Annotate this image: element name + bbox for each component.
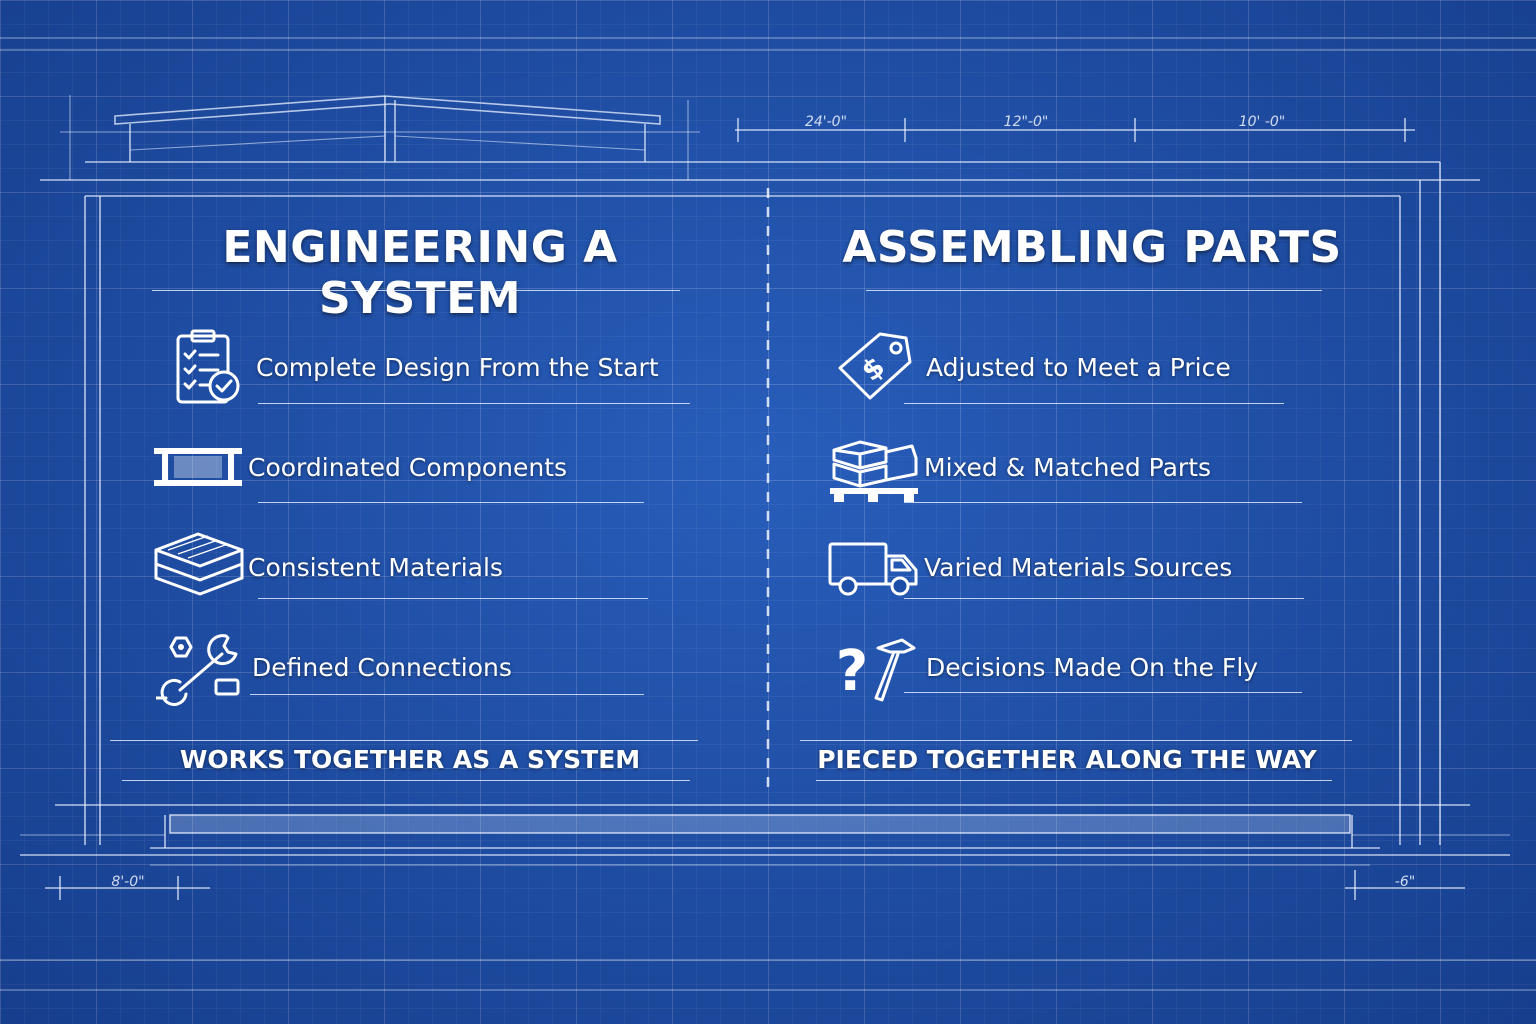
left-item-2: Coordinated Components [152,428,567,506]
left-item-4-label: Defined Connections [252,652,512,682]
right-item-4: ? Decisions Made On the Fly [830,628,1258,706]
left-item-3-rule [258,598,648,599]
right-footer-rule-bottom [816,780,1332,781]
price-tag-icon: $ [830,328,924,406]
clipboard-checklist-icon [160,328,254,406]
right-item-3-label: Varied Materials Sources [924,552,1233,582]
left-item-1-label: Complete Design From the Start [256,352,659,382]
stacked-panels-icon [152,528,246,606]
left-item-3: Consistent Materials [152,528,503,606]
left-item-1-rule [258,403,690,404]
left-title-rule [152,290,680,291]
left-footer-rule-top [110,740,698,741]
right-item-4-label: Decisions Made On the Fly [926,652,1259,682]
left-item-1: Complete Design From the Start [160,328,659,406]
dimension-label-2: 12"-0" [1004,114,1049,130]
beam-frame-icon [152,428,246,506]
left-item-3-label: Consistent Materials [248,552,503,582]
left-item-2-label: Coordinated Components [248,452,568,482]
right-item-3-rule [904,598,1304,599]
top-dimension-line [735,118,1415,142]
bottom-dimensions [45,870,1465,900]
dimension-label-1: 24'-0" [805,114,847,130]
right-panel-title: ASSEMBLING PARTS [842,222,1342,273]
left-panel-footer: WORKS TOGETHER AS A SYSTEM [179,745,641,774]
dimension-label-bottom-left: 8'-0" [111,874,144,890]
left-item-4: Defined Connections [156,628,512,706]
wrench-bolt-icon [156,628,250,706]
question-hammer-icon: ? [830,628,924,706]
right-item-1-rule [904,403,1284,404]
foundation-strip [20,814,1510,866]
right-item-2-rule [904,502,1302,503]
dimension-label-3: 10' -0" [1239,114,1286,130]
right-item-4-rule [904,692,1302,693]
right-item-2: Mixed & Matched Parts [828,428,1211,506]
building-frame [40,161,1480,845]
left-footer-rule-bottom [122,780,690,781]
left-item-4-rule [250,694,644,695]
right-title-rule [866,290,1322,291]
roof-truss-drawing [60,95,700,180]
delivery-truck-icon [828,528,922,606]
right-footer-rule-top [800,740,1352,741]
left-panel-title: ENGINEERING A SYSTEM [222,222,618,324]
right-panel-footer: PIECED TOGETHER ALONG THE WAY [817,745,1317,774]
svg-text:?: ? [836,639,868,704]
right-item-1: $ Adjusted to Meet a Price [830,328,1231,406]
right-item-2-label: Mixed & Matched Parts [924,452,1212,482]
pallet-boxes-icon [828,428,922,506]
right-item-3: Varied Materials Sources [828,528,1232,606]
dimension-label-bottom-right: -6" [1395,874,1415,890]
left-item-2-rule [258,502,644,503]
right-item-1-label: Adjusted to Meet a Price [926,352,1231,382]
